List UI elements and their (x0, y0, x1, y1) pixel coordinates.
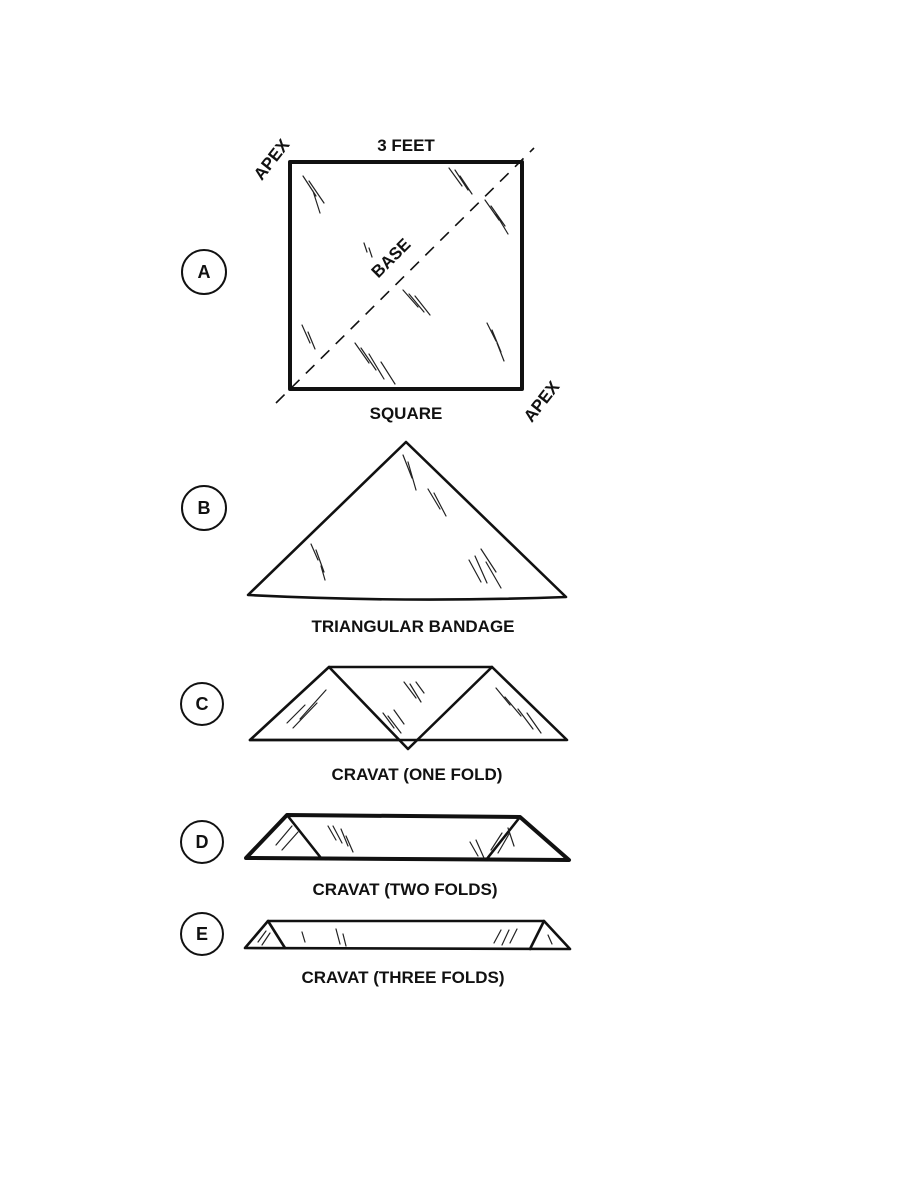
figure-d: D CRAVAT (TWO FOLDS) (180, 813, 571, 899)
apex-label-bottom: APEX (520, 377, 564, 426)
cravat-one-fold-shape (248, 665, 569, 742)
figure-c-caption: CRAVAT (ONE FOLD) (332, 765, 503, 784)
cravat-three-folds-shape (243, 919, 572, 951)
figure-b-marker: B (181, 485, 227, 531)
fabric-hatching (301, 167, 509, 385)
figure-c-letter: C (196, 694, 209, 714)
fabric-hatching (286, 681, 542, 734)
figure-c: C CRAVAT (ONE FOLD) (180, 665, 569, 784)
figure-e-caption: CRAVAT (THREE FOLDS) (301, 968, 504, 987)
fold-lines (248, 665, 494, 751)
cravat-two-folds-shape (244, 813, 571, 862)
figure-d-caption: CRAVAT (TWO FOLDS) (312, 880, 497, 899)
apex-label-top: APEX (250, 135, 294, 184)
fabric-hatching (310, 454, 502, 589)
figure-b-caption: TRIANGULAR BANDAGE (311, 617, 514, 636)
figure-a: A 3 FEET BASE APEX APEX SQUARE (181, 135, 564, 426)
figure-e-letter: E (196, 924, 208, 944)
figure-b: B TRIANGULAR BANDAGE (181, 440, 568, 636)
figure-d-letter: D (196, 832, 209, 852)
figure-e: E CRAVAT (THREE FOLDS) (180, 912, 572, 987)
figure-e-marker: E (180, 912, 224, 956)
figure-d-marker: D (180, 820, 224, 864)
fold-lines (266, 919, 546, 951)
figure-c-marker: C (180, 682, 224, 726)
figure-a-letter: A (198, 262, 211, 282)
dimension-label: 3 FEET (377, 136, 435, 155)
fold-lines (285, 813, 522, 862)
base-label: BASE (368, 235, 415, 282)
fabric-hatching (275, 825, 515, 859)
figure-b-letter: B (198, 498, 211, 518)
figure-a-caption: SQUARE (370, 404, 443, 423)
fabric-hatching (257, 928, 553, 947)
figure-a-marker: A (181, 249, 227, 295)
base-fold-line (275, 147, 535, 404)
triangular-bandage-shape (246, 440, 568, 601)
square-cloth (288, 160, 524, 391)
